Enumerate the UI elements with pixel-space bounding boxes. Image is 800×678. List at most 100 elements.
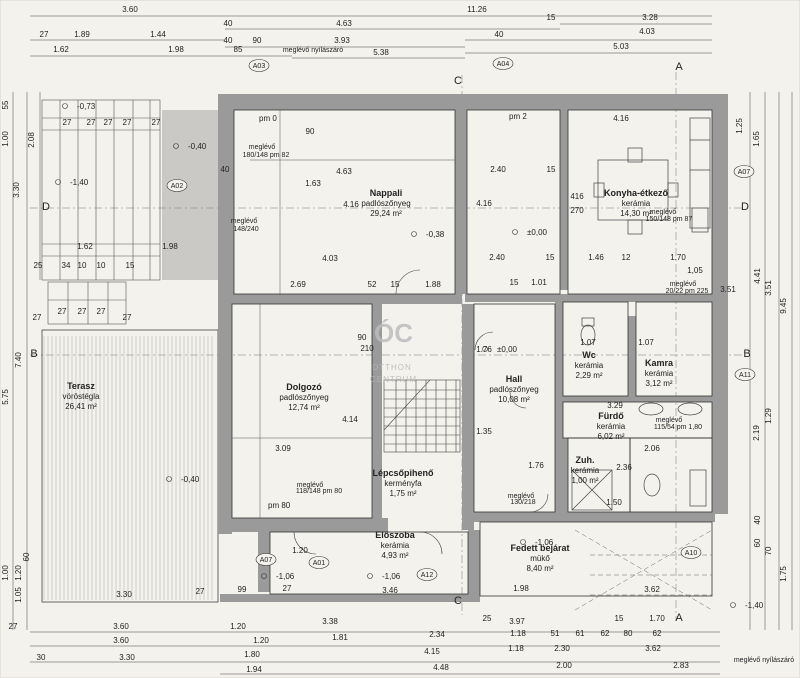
inner-dimension-label: 10 [97,261,106,270]
right-dimension-label: 1.29 [764,408,773,424]
room-area: 1,75 m² [389,489,416,498]
top-dimension-label: 3.28 [642,13,658,22]
top-dimension-label: 40 [224,36,233,45]
bottom-dimension-label: 1.20 [230,622,246,631]
element-tag-label: A10 [685,550,698,557]
note-label: 130/218 [510,499,535,506]
room-name: Dolgozó [286,382,322,392]
tag-ellipse [680,546,702,559]
bottom-dimension-label: 61 [576,629,585,638]
inner-dimension-label: 1.70 [670,253,686,262]
axis-label: C [454,75,462,87]
level-label: -0,40 [188,142,207,151]
top-dimension-label: 5.03 [613,42,629,51]
watermark-logo: ÓC OTTHON CENTRUM [370,318,417,384]
bottom-dimension-label: 1.70 [649,614,665,623]
tag-ellipse [492,57,514,70]
level-label: -0,73 [77,102,96,111]
inner-dimension-label: 99 [238,585,247,594]
room-name: Terasz [67,381,95,391]
tag-ellipse [308,556,330,569]
note-label: meglévő [650,209,677,216]
inner-dimension-label: 1,05 [687,266,703,275]
level-marker-icon [367,573,373,579]
tag-ellipse [248,59,270,72]
inner-dimension-label: 4.63 [336,167,352,176]
bottom-dimension-label: 30 [37,653,46,662]
room-name: Zuh. [576,455,595,465]
bottom-dimension-label: 27 [9,622,18,631]
inner-dimension-label: 15 [547,165,556,174]
top-dimension-label: 40 [495,30,504,39]
inner-dimension-label: 2.40 [490,165,506,174]
room-name: Lépcsőpihenő [372,468,434,478]
inner-dimension-label: 27 [152,118,161,127]
room-area: 8,40 m² [526,564,553,573]
room-name: Konyha-étkező [604,188,669,198]
note-label: meglévő [670,281,697,288]
inner-dimension-label: 25 [34,261,43,270]
room-name: Nappali [370,188,403,198]
element-tag-label: A07 [260,557,273,564]
tag-ellipse [733,165,755,178]
bottom-dimension-label: 2.30 [554,644,570,653]
watermark-line2: CENTRUM [370,375,417,384]
inner-dimension-label: 210 [360,344,374,353]
inner-dimension-label: 1.07 [638,338,654,347]
inner-dimension-label: 40 [221,165,230,174]
inner-dimension-label: 34 [62,261,71,270]
inner-dimension-label: 1.63 [305,179,321,188]
inner-dimension-label: 3.51 [720,285,736,294]
entrance-canopy [574,529,713,611]
inner-dimension-label: 1.46 [588,253,604,262]
inner-dimension-label: 52 [368,280,377,289]
level-label: -0,38 [426,230,445,239]
bottom-dimension-label: 1.20 [253,636,269,645]
bottom-dimension-label: 3.62 [645,644,661,653]
note-label: meglévő [249,144,276,151]
bottom-dimension-label: 25 [483,614,492,623]
level-marks: -0,73-0,40-1,40-0,38±0,00±0,00-0,40-1,06… [55,102,764,610]
bottom-dimension-label: 2.83 [673,661,689,670]
bottom-dimension-label: 1.18 [508,644,524,653]
bottom-dimension-label: 1.80 [244,650,260,659]
bottom-dimension-label: 80 [624,629,633,638]
inner-dimension-label: 1.20 [292,546,308,555]
top-dimension-label: 4.63 [336,19,352,28]
watermark-mark: ÓC [374,318,413,348]
top-dimension-label: 3.93 [334,36,350,45]
level-marker-icon [166,476,172,482]
element-tag-label: A03 [253,63,266,70]
level-marker-icon [520,539,526,545]
inner-dimension-label: 2.36 [616,463,632,472]
top-dimension-label: 4.03 [639,27,655,36]
room-material: kerményfa [384,479,422,488]
inner-dimension-label: 3.62 [644,585,660,594]
top-dimension-label: 5.38 [373,48,389,57]
room-area: 12,74 m² [288,403,320,412]
element-tag-label: A11 [739,372,751,379]
room-name: Hall [506,374,523,384]
inner-dimension-label: 4.16 [613,114,629,123]
tag-ellipse [734,368,756,381]
top-dimension-label: 11.26 [467,5,487,14]
bottom-dimension-label: 62 [601,629,610,638]
inner-dimension-label: 1.98 [162,242,178,251]
element-tag-label: A01 [313,560,326,567]
level-label: -1,40 [70,178,89,187]
top-dimension-label: 85 [234,45,243,54]
inner-dimension-label: 27 [58,307,67,316]
level-label: -1,06 [276,572,295,581]
